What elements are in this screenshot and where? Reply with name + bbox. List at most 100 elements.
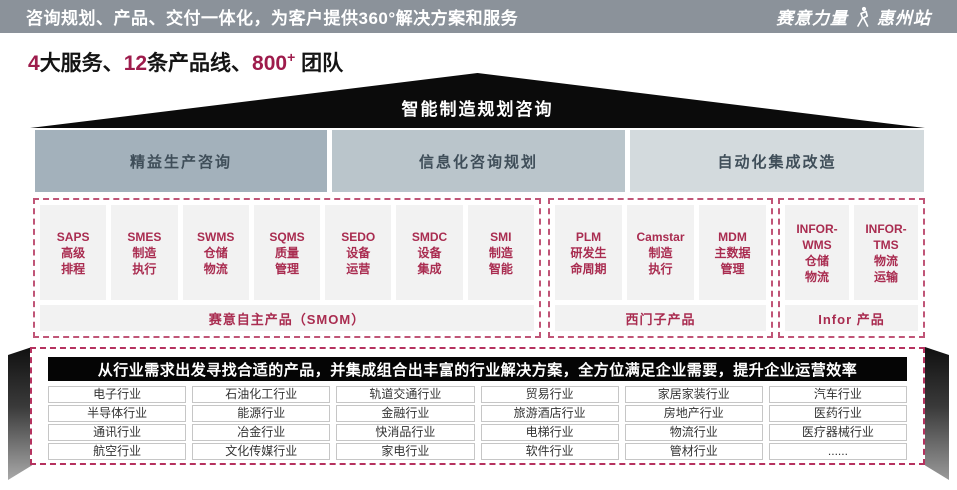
product-line: Camstar — [636, 229, 685, 244]
product-boxes: SAPS 高级 排程 SMES 制造 执行 SWMS 仓储 物流 SQMS 质量… — [40, 205, 534, 300]
product-line: 管理 — [720, 261, 745, 276]
product-boxes: PLM 研发生 命周期 Camstar 制造 执行 MDM 主数据 管理 — [555, 205, 766, 300]
industry-cell: 家居家装行业 — [624, 386, 763, 403]
product-box-infor-wms: INFOR- WMS 仓储 物流 — [785, 205, 849, 300]
header-title: 咨询规划、产品、交付一体化，为客户提供360°解决方案和服务 — [26, 9, 519, 28]
service-label: 自动化集成改造 — [717, 153, 837, 171]
subtitle: 4大服务、12条产品线、800+ 团队 — [28, 47, 343, 77]
product-line: SAPS — [56, 229, 90, 244]
product-box-saps: SAPS 高级 排程 — [40, 205, 107, 300]
subtitle-num-team: 800 — [252, 52, 288, 75]
subtitle-num-lines: 12 — [123, 52, 148, 75]
industry-cell: 汽车行业 — [768, 386, 907, 403]
product-line: SMDC — [411, 229, 448, 244]
service-label: 精益生产咨询 — [129, 153, 232, 171]
product-box-smi: SMI 制造 智能 — [467, 205, 534, 300]
product-line: TMS — [873, 237, 899, 252]
product-line: SWMS — [197, 229, 235, 244]
product-line: 智能 — [488, 261, 513, 276]
roof-title: 智能制造规划咨询 — [401, 100, 554, 119]
industry-cell: 软件行业 — [480, 443, 619, 460]
subtitle-lines-label: 条产品线、 — [147, 52, 253, 75]
industry-cell: 快消品行业 — [336, 424, 475, 441]
product-box-infor-tms: INFOR- TMS 物流 运输 — [854, 205, 918, 300]
product-line: 制造 — [648, 245, 673, 260]
industry-cell: 轨道交通行业 — [336, 386, 475, 403]
product-line: 管理 — [274, 261, 299, 276]
industry-cell: 文化传媒行业 — [192, 443, 331, 460]
industry-cell: 医疗器械行业 — [768, 424, 907, 441]
group-label-smom: 赛意自主产品（SMOM） — [40, 305, 534, 331]
product-line: 主数据 — [714, 245, 751, 260]
product-line: SMI — [490, 229, 512, 244]
product-line: MDM — [718, 229, 747, 244]
slab-left-edge — [8, 347, 32, 480]
industry-banner: 从行业需求出发寻找合适的产品，并集成组合出丰富的行业解决方案，全方位满足企业需要… — [48, 357, 907, 381]
industry-cell: 房地产行业 — [624, 405, 763, 422]
product-group-siemens: PLM 研发生 命周期 Camstar 制造 执行 MDM 主数据 管理 西门子… — [548, 198, 773, 338]
product-line: WMS — [802, 237, 832, 252]
industry-cell: 通讯行业 — [48, 424, 187, 441]
service-column-it-consulting: 信息化咨询规划 — [332, 130, 625, 192]
industry-cell: 能源行业 — [192, 405, 331, 422]
pyramid-roof: 智能制造规划咨询 — [30, 73, 925, 128]
product-box-sedo: SEDO 设备 运营 — [325, 205, 392, 300]
product-box-smdc: SMDC 设备 集成 — [396, 205, 463, 300]
header-bar: 咨询规划、产品、交付一体化，为客户提供360°解决方案和服务 赛意力量 惠州站 — [0, 0, 957, 33]
product-line: 仓储 — [804, 253, 829, 268]
product-line: 物流 — [804, 269, 829, 284]
product-group-smom: SAPS 高级 排程 SMES 制造 执行 SWMS 仓储 物流 SQMS 质量… — [33, 198, 541, 338]
product-line: 执行 — [648, 261, 673, 276]
industry-cell: 贸易行业 — [480, 386, 619, 403]
product-line: 命周期 — [570, 261, 607, 276]
product-line: PLM — [575, 229, 602, 244]
product-line: SQMS — [269, 229, 305, 244]
product-line: INFOR- — [865, 221, 907, 236]
brand-name: 赛意力量 — [776, 9, 848, 28]
person-icon — [855, 6, 870, 27]
product-box-sqms: SQMS 质量 管理 — [253, 205, 321, 300]
product-line: SMES — [127, 229, 162, 244]
subtitle-plus: + — [287, 49, 296, 65]
subtitle-team-label: 团队 — [301, 52, 344, 75]
service-label: 信息化咨询规划 — [418, 153, 538, 171]
product-boxes: INFOR- WMS 仓储 物流 INFOR- TMS 物流 运输 — [785, 205, 918, 300]
product-line: 质量 — [274, 245, 299, 260]
product-box-mdm: MDM 主数据 管理 — [699, 205, 766, 300]
industry-cell: 石油化工行业 — [192, 386, 331, 403]
product-box-camstar: Camstar 制造 执行 — [627, 205, 694, 300]
service-column-automation: 自动化集成改造 — [630, 130, 924, 192]
group-label-siemens: 西门子产品 — [555, 305, 766, 331]
product-line: 高级 — [61, 245, 86, 260]
industry-cell: 金融行业 — [336, 405, 475, 422]
product-line: 排程 — [61, 261, 86, 276]
product-line: 物流 — [873, 253, 898, 268]
industry-grid: 电子行业 石油化工行业 轨道交通行业 贸易行业 家居家装行业 汽车行业 半导体行… — [48, 386, 907, 460]
product-box-swms: SWMS 仓储 物流 — [182, 205, 249, 300]
subtitle-services-label: 大服务、 — [39, 52, 124, 75]
service-column-lean-production: 精益生产咨询 — [35, 130, 327, 192]
product-group-infor: INFOR- WMS 仓储 物流 INFOR- TMS 物流 运输 Infor … — [778, 198, 925, 338]
industry-cell: 电梯行业 — [480, 424, 619, 441]
industry-cell: 冶金行业 — [192, 424, 331, 441]
industry-cell: 物流行业 — [624, 424, 763, 441]
industry-panel: 从行业需求出发寻找合适的产品，并集成组合出丰富的行业解决方案，全方位满足企业需要… — [30, 347, 925, 465]
industry-cell: 管材行业 — [624, 443, 763, 460]
subtitle-num-services: 4 — [28, 52, 40, 75]
industry-cell: 半导体行业 — [48, 405, 187, 422]
industry-cell: 医药行业 — [768, 405, 907, 422]
product-line: 物流 — [203, 261, 228, 276]
product-line: 运输 — [873, 269, 898, 284]
product-line: 制造 — [132, 245, 157, 260]
product-line: INFOR- — [796, 221, 838, 236]
product-line: 制造 — [488, 245, 513, 260]
product-line: SEDO — [341, 229, 376, 244]
industry-cell: 家电行业 — [336, 443, 475, 460]
product-box-smes: SMES 制造 执行 — [111, 205, 178, 300]
product-box-plm: PLM 研发生 命周期 — [555, 205, 622, 300]
product-line: 仓储 — [203, 245, 228, 260]
group-label-infor: Infor 产品 — [785, 305, 918, 331]
industry-cell: 电子行业 — [48, 386, 187, 403]
product-line: 执行 — [132, 261, 157, 276]
